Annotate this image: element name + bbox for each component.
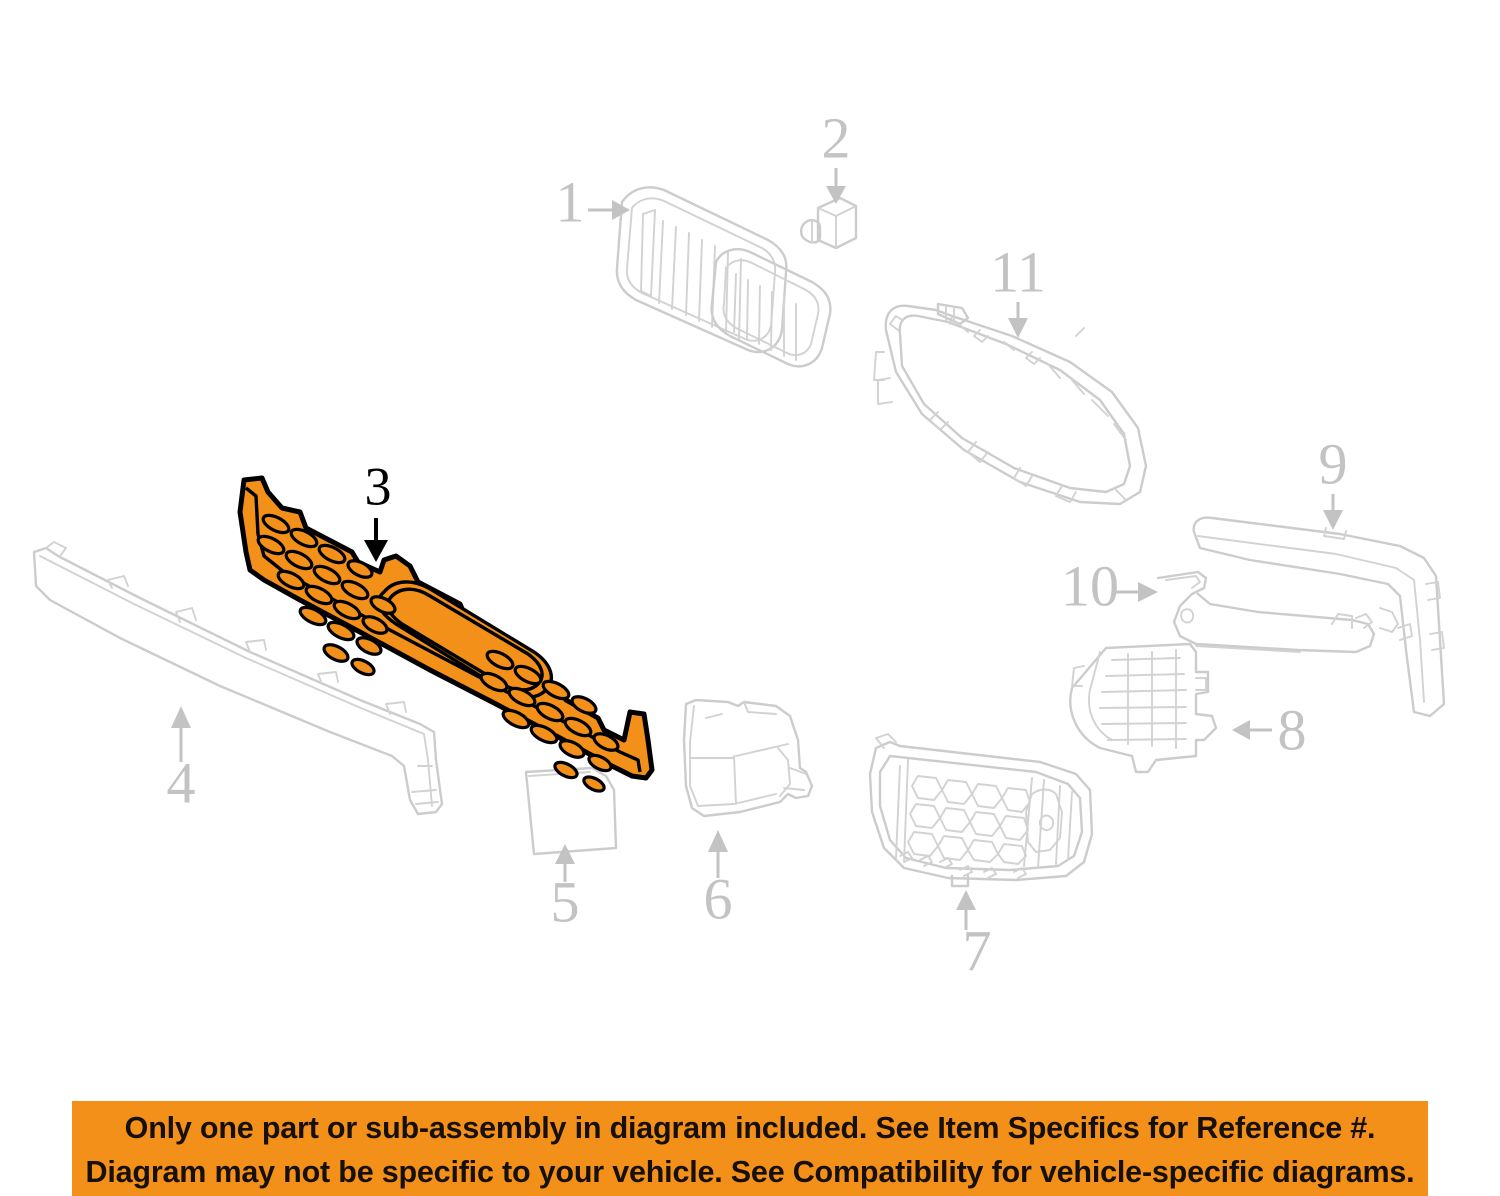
part-5-cover-plate xyxy=(524,766,618,856)
callout-9-arrowhead xyxy=(1323,510,1343,530)
callout-number-11: 11 xyxy=(990,239,1046,304)
callout-1: 1 xyxy=(556,169,630,234)
part-11-headlight-bezel xyxy=(873,302,1148,506)
disclaimer-banner: Only one part or sub-assembly in diagram… xyxy=(72,1101,1428,1196)
callout-3: 3 xyxy=(364,456,392,562)
callout-10-arrowhead xyxy=(1138,582,1158,602)
callout-number-10: 10 xyxy=(1061,553,1119,618)
part-8-louvered-duct-panel xyxy=(1069,642,1218,774)
callout-number-2: 2 xyxy=(822,105,851,170)
callout-8: 8 xyxy=(1232,697,1307,762)
callout-11: 11 xyxy=(990,239,1046,338)
callout-7-arrowhead xyxy=(956,890,976,910)
callout-3-arrowhead xyxy=(364,540,388,562)
callout-5: 5 xyxy=(551,844,580,934)
part-10-inner-trim-molding xyxy=(1156,570,1376,654)
disclaimer-line-1: Only one part or sub-assembly in diagram… xyxy=(124,1110,1376,1145)
callout-1-arrowhead xyxy=(612,200,630,220)
callout-number-3: 3 xyxy=(365,456,392,516)
callout-7: 7 xyxy=(956,890,992,983)
part-1-kidney-grille xyxy=(615,186,832,368)
callout-number-1: 1 xyxy=(556,169,585,234)
callout-8-arrowhead xyxy=(1232,720,1250,740)
callout-10: 10 xyxy=(1061,553,1158,618)
callout-11-arrowhead xyxy=(1008,318,1028,338)
callout-4: 4 xyxy=(167,706,196,815)
callout-2-arrowhead xyxy=(826,186,846,204)
part-6-air-duct-bracket xyxy=(682,698,814,818)
part-3-center-grille-mesh-panel xyxy=(237,475,655,793)
callout-4-arrowhead xyxy=(171,706,191,728)
part-9-outer-corner-molding xyxy=(1192,516,1446,718)
callout-9: 9 xyxy=(1319,431,1348,530)
callout-6: 6 xyxy=(704,830,733,931)
callout-2: 2 xyxy=(822,105,851,204)
part-2-sensor-module xyxy=(799,196,858,250)
callout-number-9: 9 xyxy=(1319,431,1348,496)
callout-5-arrowhead xyxy=(555,844,575,864)
part-4-lower-trim-strip xyxy=(32,541,444,816)
callout-number-8: 8 xyxy=(1278,697,1307,762)
disclaimer-line-2: Diagram may not be specific to your vehi… xyxy=(85,1154,1415,1189)
callout-6-arrowhead xyxy=(708,830,728,852)
part-7-lower-side-grille xyxy=(868,733,1094,888)
